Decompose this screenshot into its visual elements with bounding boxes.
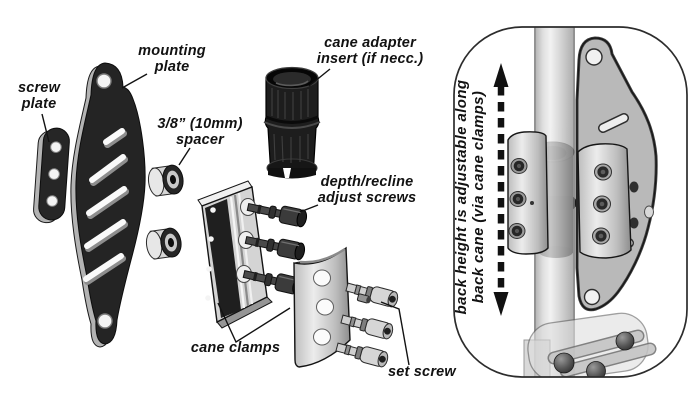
screw-plate-part [33,127,70,224]
cane-clamp-left-part [197,180,273,329]
panel-note-line1: back height is adjustable along [453,79,470,315]
mounting-plate-label-line2: plate [154,58,190,75]
set-screw-1 [345,282,399,308]
leader-adjust-screws [299,204,319,213]
spacer-part-bottom [145,227,182,260]
leader-mounting-plate [121,73,148,89]
panel-note: back height is adjustable along back can… [453,47,487,347]
mounting-plate-label: mounting plate [136,43,208,75]
adjustability-arrow [493,63,509,316]
leader-set-screw [380,301,410,366]
assembled-clamp-right [577,143,632,259]
assembled-bolt-end-2 [629,217,639,229]
mounting-plate-part [70,62,146,348]
assembled-bolt-end-1 [629,181,639,193]
set-screw-3 [335,342,389,368]
assembled-view [493,27,658,377]
screw-plate-label: screw plate [10,80,68,112]
leader-cane-adapter [308,68,331,87]
leader-cane-clamps [217,302,291,344]
screw-plate-label-line1: screw [17,80,61,96]
cane-adapter-insert-part [263,66,321,179]
spacer-label-line2: spacer [176,131,224,148]
set-screw-label: set screw [388,364,456,381]
leader-spacer [178,147,191,166]
cane-adapter-label-line1: cane adapter [324,35,416,51]
cane-adapter-label: cane adapter insert (if necc.) [316,35,424,67]
adjust-screws-label-line2: adjust screws [317,189,417,206]
spacer-label-line1: 3/8” (10mm) [157,116,243,132]
lower-mount [523,312,657,377]
cane-clamp-right-part [293,246,351,368]
cane-clamps-label: cane clamps [187,340,284,357]
leader-screw-plate [41,113,50,143]
screw-plate-label-line2: plate [21,95,57,112]
adjust-screws-label-line1: depth/recline [320,174,414,190]
set-screw-2 [340,314,394,340]
spacer-part-top [147,164,184,197]
assembled-clamp-left [507,131,549,255]
cane-clamps-label-line1: cane clamps [190,340,281,356]
spacer-label: 3/8” (10mm) spacer [149,116,251,148]
mounting-plate-label-line1: mounting [138,43,206,59]
panel-border [453,26,688,378]
panel-note-line2: back cane (via cane clamps) [469,90,487,304]
set-screw-label-line1: set screw [388,364,456,380]
adjust-screws-label: depth/recline adjust screws [314,174,420,206]
set-screw-small-part [356,293,372,304]
adjust-screw-2 [244,235,306,261]
cane-adapter-label-line2: insert (if necc.) [316,50,424,67]
